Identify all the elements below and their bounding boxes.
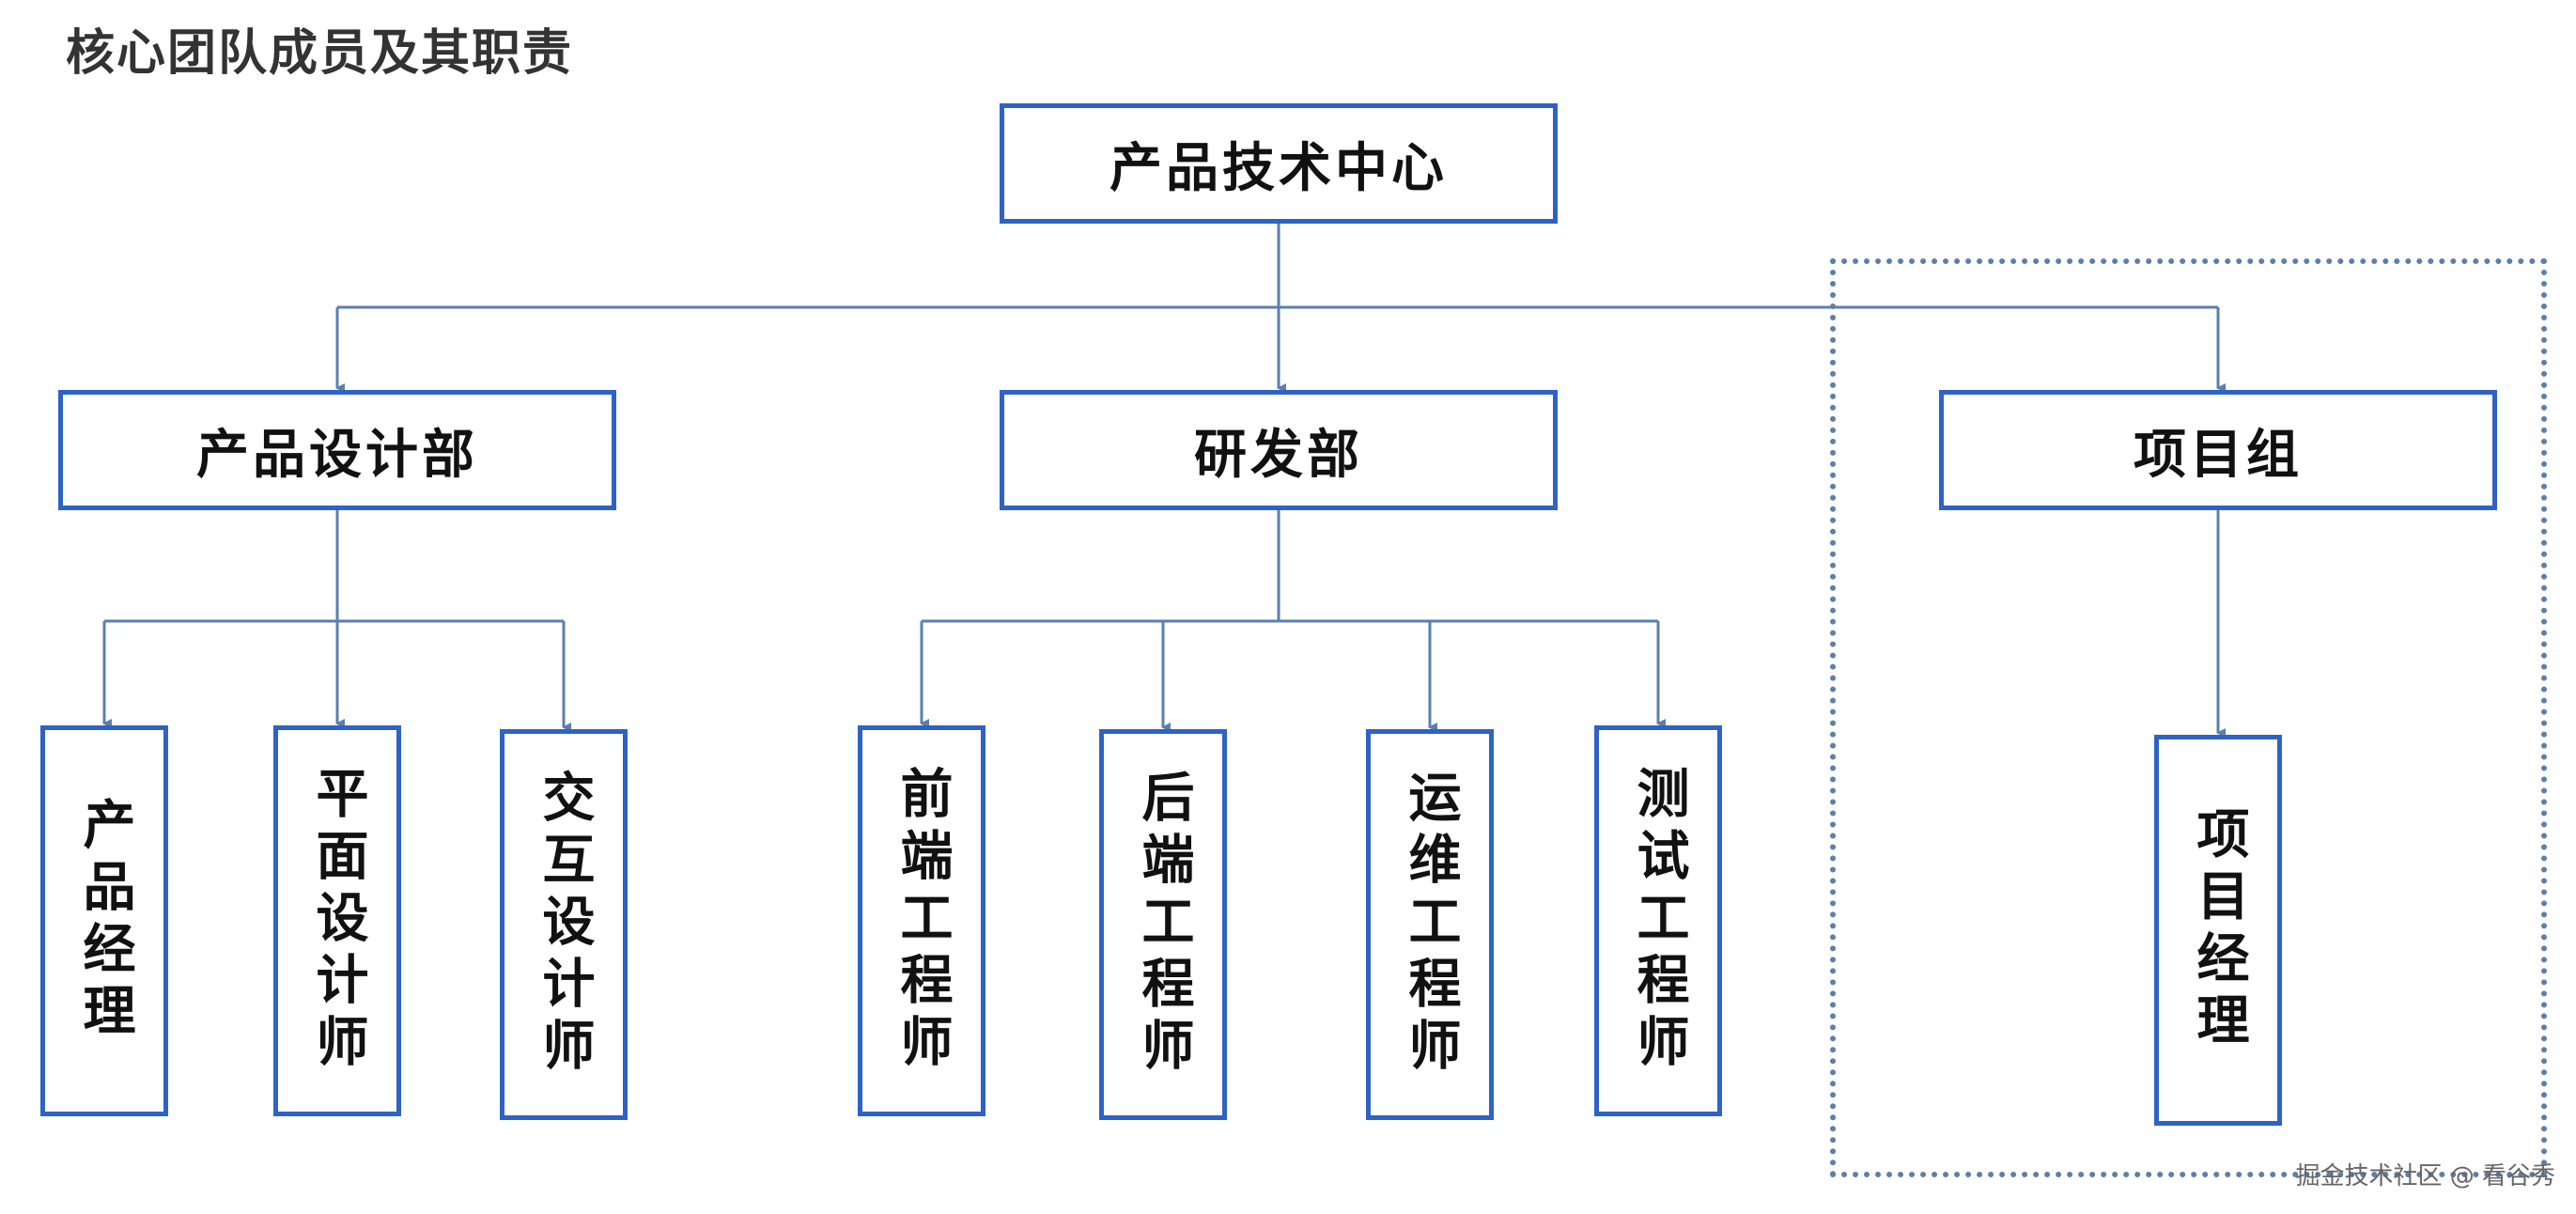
role-node-backend-engineer: 后端工程师 — [1099, 729, 1227, 1120]
role-node-product-manager: 产品经理 — [40, 725, 168, 1116]
page-title: 核心团队成员及其职责 — [66, 25, 574, 82]
root-node-product-tech-center: 产品技术中心 — [1000, 103, 1558, 224]
dept-node-project-team: 项目组 — [1939, 390, 2497, 510]
dept-node-label: 项目组 — [2134, 424, 2303, 486]
dept-node-label: 研发部 — [1194, 424, 1363, 486]
project-group-dotted-outline — [1830, 258, 2547, 1177]
role-node-label: 测试工程师 — [1628, 766, 1689, 1076]
root-node-label: 产品技术中心 — [1110, 137, 1448, 199]
role-node-label: 平面设计师 — [307, 766, 368, 1076]
role-node-label: 前端工程师 — [892, 766, 953, 1076]
role-node-label: 项目经理 — [2188, 806, 2249, 1054]
dept-node-product-design: 产品设计部 — [58, 390, 616, 510]
role-node-graphic-designer: 平面设计师 — [273, 725, 401, 1116]
role-node-interaction-designer: 交互设计师 — [500, 729, 628, 1120]
role-node-label: 交互设计师 — [534, 770, 595, 1080]
watermark: 掘金技术社区 @ 看谷秀 — [2295, 1162, 2555, 1191]
role-node-frontend-engineer: 前端工程师 — [858, 725, 985, 1116]
role-node-label: 产品经理 — [74, 797, 135, 1045]
role-node-project-manager: 项目经理 — [2154, 735, 2282, 1126]
dept-node-rd: 研发部 — [1000, 390, 1558, 510]
role-node-test-engineer: 测试工程师 — [1594, 725, 1722, 1116]
role-node-label: 后端工程师 — [1133, 770, 1194, 1080]
dept-node-label: 产品设计部 — [196, 424, 478, 486]
role-node-ops-engineer: 运维工程师 — [1366, 729, 1494, 1120]
role-node-label: 运维工程师 — [1400, 770, 1461, 1080]
